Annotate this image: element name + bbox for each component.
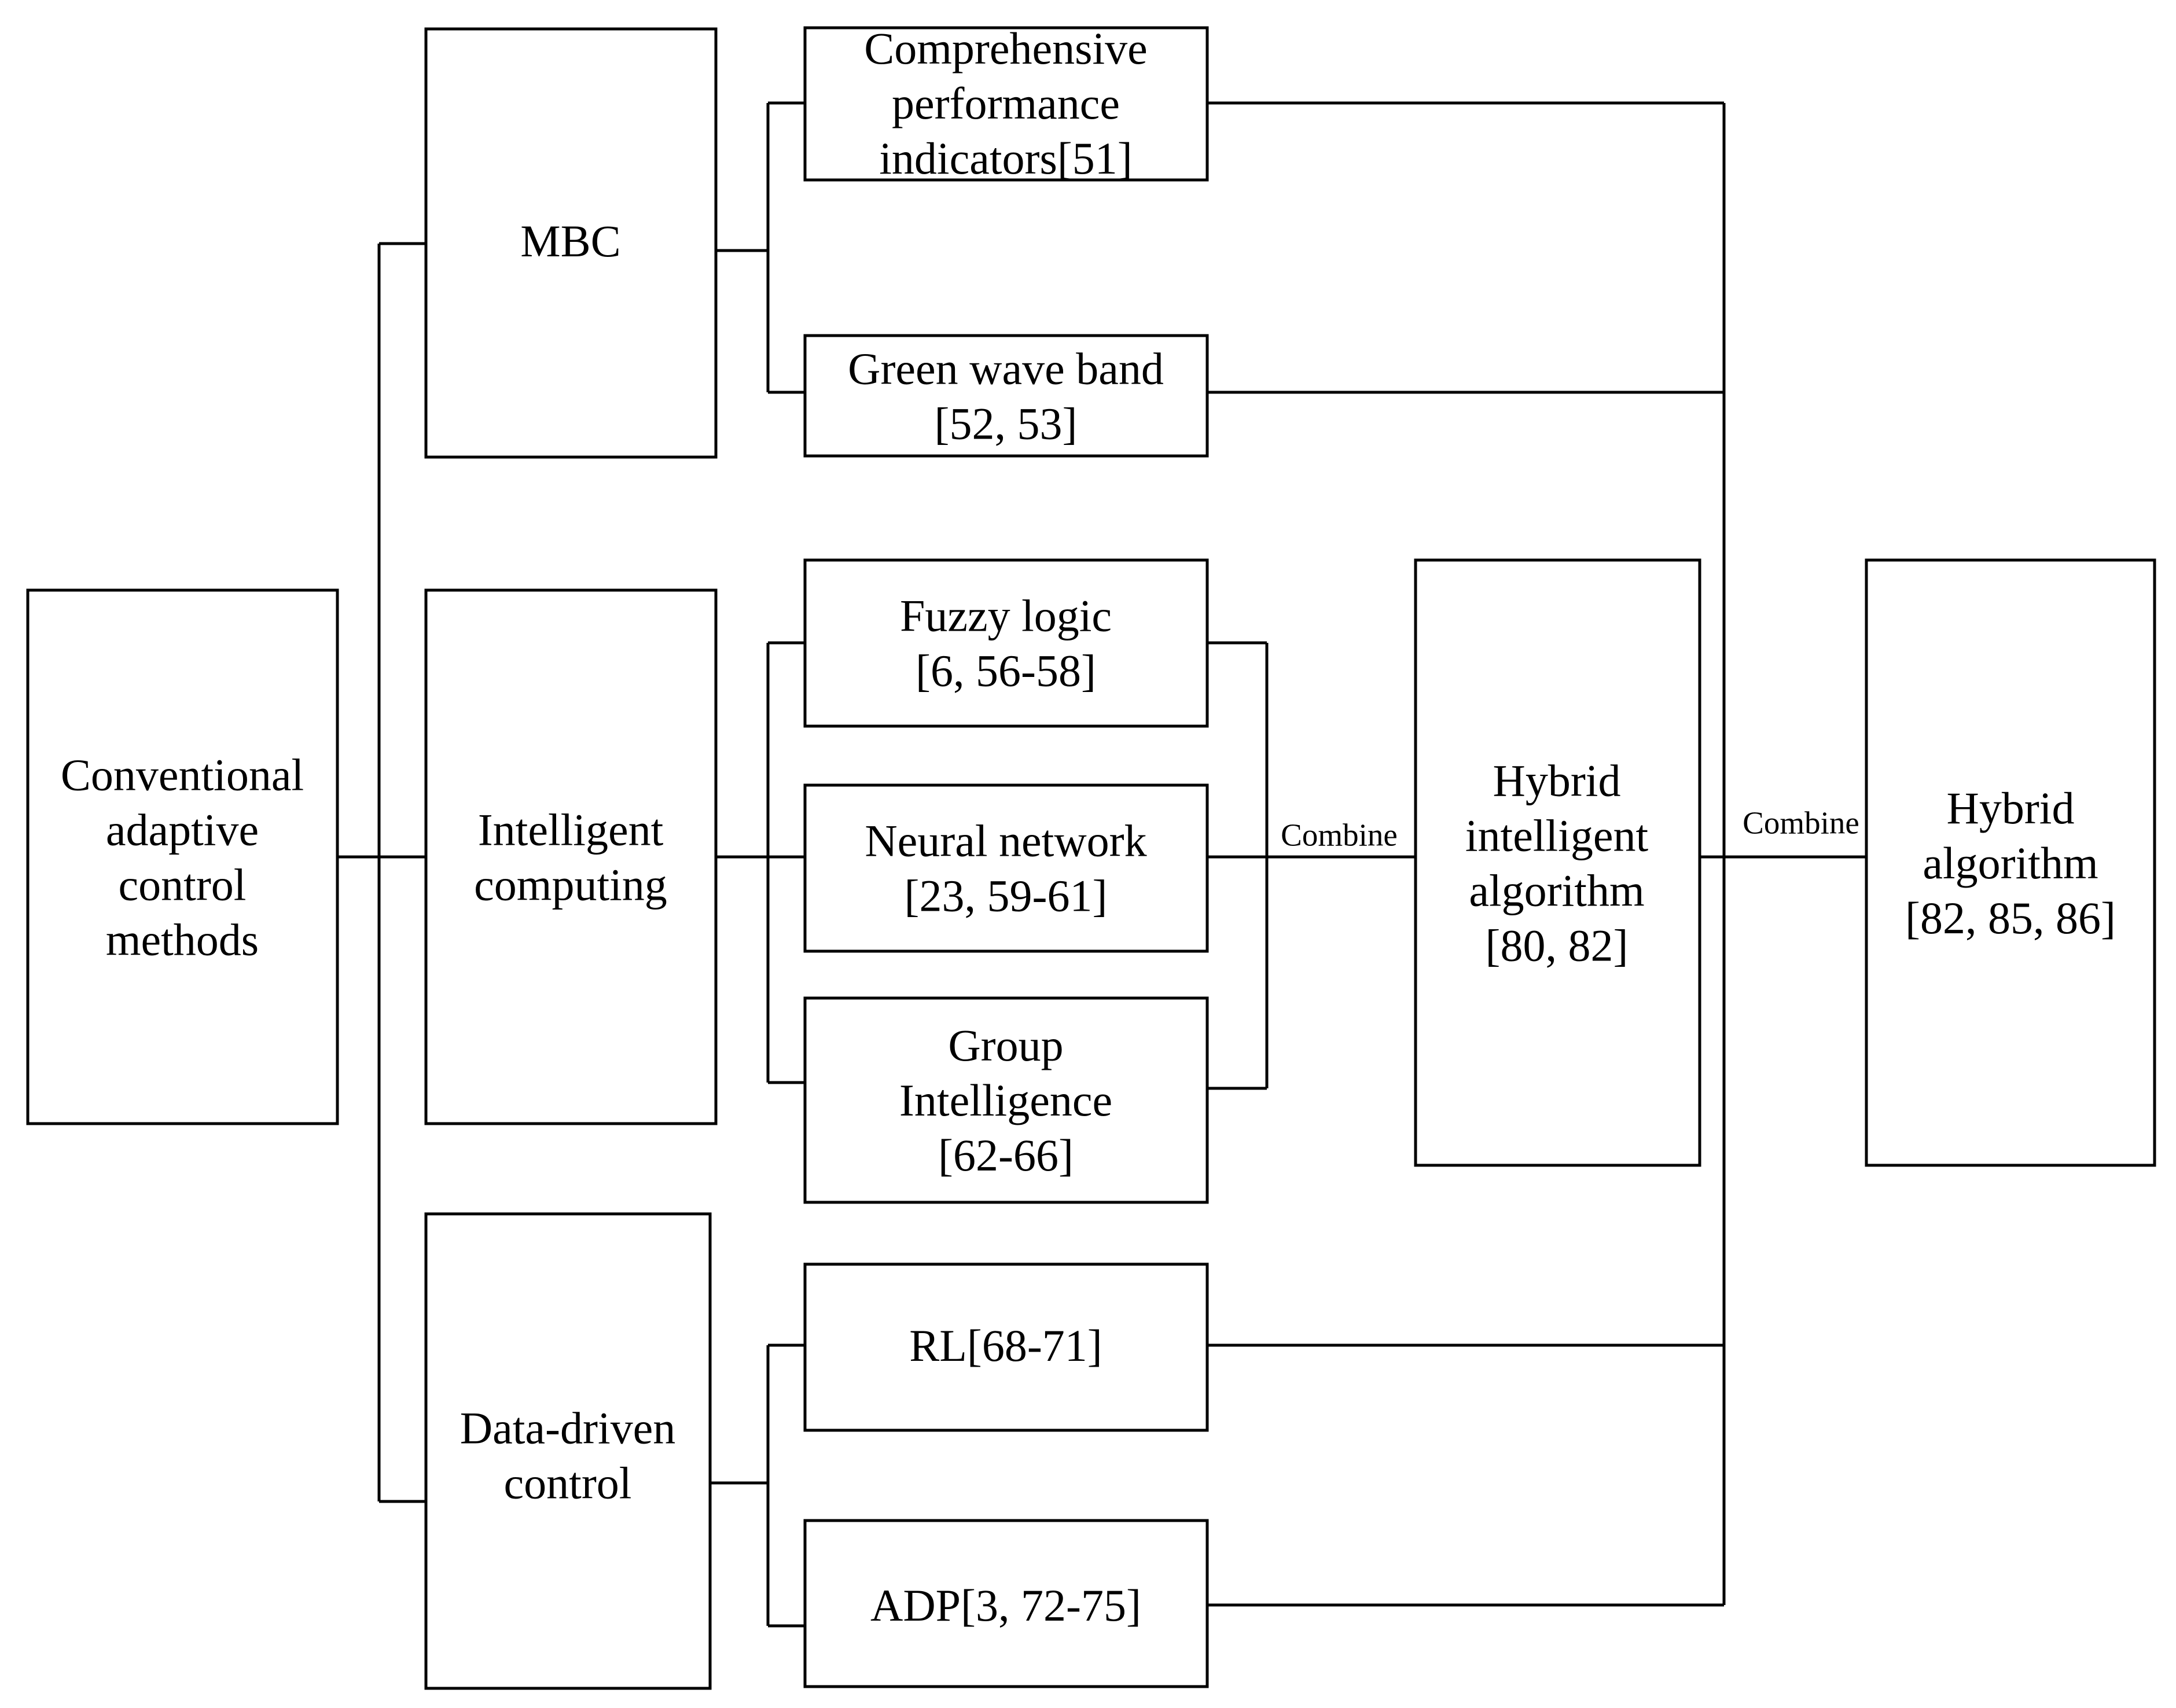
node-box-fuzzy xyxy=(803,558,1209,728)
node-box-group xyxy=(803,996,1209,1204)
node-label-line: ADP[3, 72-75] xyxy=(870,1580,1141,1630)
node-label-line: Group xyxy=(948,1020,1063,1070)
combine-label-2: Combine xyxy=(1743,805,1859,841)
node-box-datadriven xyxy=(424,1212,712,1690)
node-label-line: MBC xyxy=(520,216,620,266)
node-label-line: Intelligent xyxy=(478,804,664,855)
node-label-line: [82, 85, 86] xyxy=(1905,893,2116,943)
node-label-line: computing xyxy=(474,859,667,910)
node-label-neural: Neural network[23, 59-61] xyxy=(865,815,1146,921)
node-label-rl: RL[68-71] xyxy=(909,1320,1102,1371)
node-label-line: RL[68-71] xyxy=(909,1320,1102,1371)
node-label-line: performance xyxy=(892,78,1120,128)
node-label-line: Comprehensive xyxy=(864,23,1148,73)
node-label-line: indicators[51] xyxy=(879,133,1133,183)
node-label-line: Intelligence xyxy=(899,1075,1112,1125)
node-label-line: Data-driven xyxy=(460,1403,675,1453)
node-box-rl xyxy=(803,1262,1209,1432)
node-box-adp xyxy=(803,1519,1209,1688)
node-box-comprehensive xyxy=(803,26,1209,182)
node-label-line: Conventional xyxy=(61,749,304,800)
node-label-line: algorithm xyxy=(1469,865,1644,915)
node-box-hybrid-algorithm xyxy=(1865,558,2156,1167)
combine-label-1: Combine xyxy=(1281,818,1398,853)
node-label-line: control xyxy=(504,1457,632,1508)
node-box-intelligent xyxy=(424,588,718,1125)
node-label-line: [6, 56-58] xyxy=(916,645,1096,695)
edge-labels: Combine Combine xyxy=(1281,805,1859,853)
node-label-line: [62-66] xyxy=(938,1130,1074,1180)
nodes xyxy=(26,26,2156,1690)
node-label-line: Hybrid xyxy=(1947,783,2075,833)
node-label-line: methods xyxy=(106,914,259,965)
node-box-neural xyxy=(803,783,1209,953)
node-label-line: [80, 82] xyxy=(1486,920,1629,970)
node-label-greenwave: Green wave band[52, 53] xyxy=(848,343,1164,448)
node-label-line: Neural network xyxy=(865,815,1146,866)
node-label-line: [52, 53] xyxy=(935,398,1078,448)
node-label-line: adaptive xyxy=(106,804,259,855)
node-label-line: Fuzzy logic xyxy=(900,590,1112,640)
node-label-fuzzy: Fuzzy logic[6, 56-58] xyxy=(900,590,1112,695)
connectors xyxy=(337,101,1866,1628)
node-label-line: Hybrid xyxy=(1493,755,1621,805)
node-label-line: [23, 59-61] xyxy=(905,870,1108,921)
node-box-mbc xyxy=(424,27,718,459)
node-box-greenwave xyxy=(803,334,1209,458)
node-label-adp: ADP[3, 72-75] xyxy=(870,1580,1141,1630)
node-label-line: control xyxy=(119,859,247,910)
node-label-line: Green wave band xyxy=(848,343,1164,393)
node-label-line: intelligent xyxy=(1465,810,1649,860)
node-box-hybrid-intelligent xyxy=(1414,558,1701,1167)
node-label-line: algorithm xyxy=(1923,838,2098,888)
node-label-mbc: MBC xyxy=(520,216,620,266)
node-box-conventional xyxy=(26,588,339,1125)
